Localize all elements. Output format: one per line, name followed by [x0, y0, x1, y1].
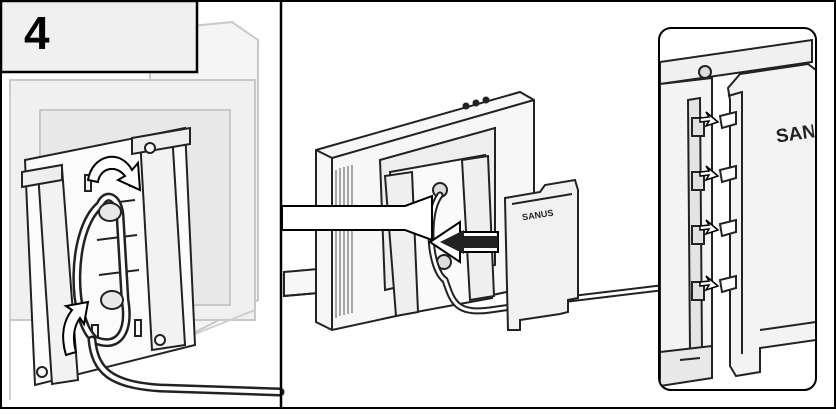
sanus-cover [504, 178, 579, 331]
rotation-arrow-top [86, 155, 142, 192]
callout-connector [281, 194, 433, 242]
cable-clips [98, 202, 124, 310]
right-panel-detail [658, 27, 817, 391]
step-box [0, 0, 199, 74]
push-arrow [428, 220, 499, 264]
middle-panel-overview [281, 90, 664, 332]
detail-arrows [699, 111, 720, 292]
rotation-arrow-bottom [62, 300, 90, 357]
cable-loop [72, 192, 285, 397]
left-panel-closeup [9, 20, 285, 400]
step-number: 4 [24, 7, 50, 59]
